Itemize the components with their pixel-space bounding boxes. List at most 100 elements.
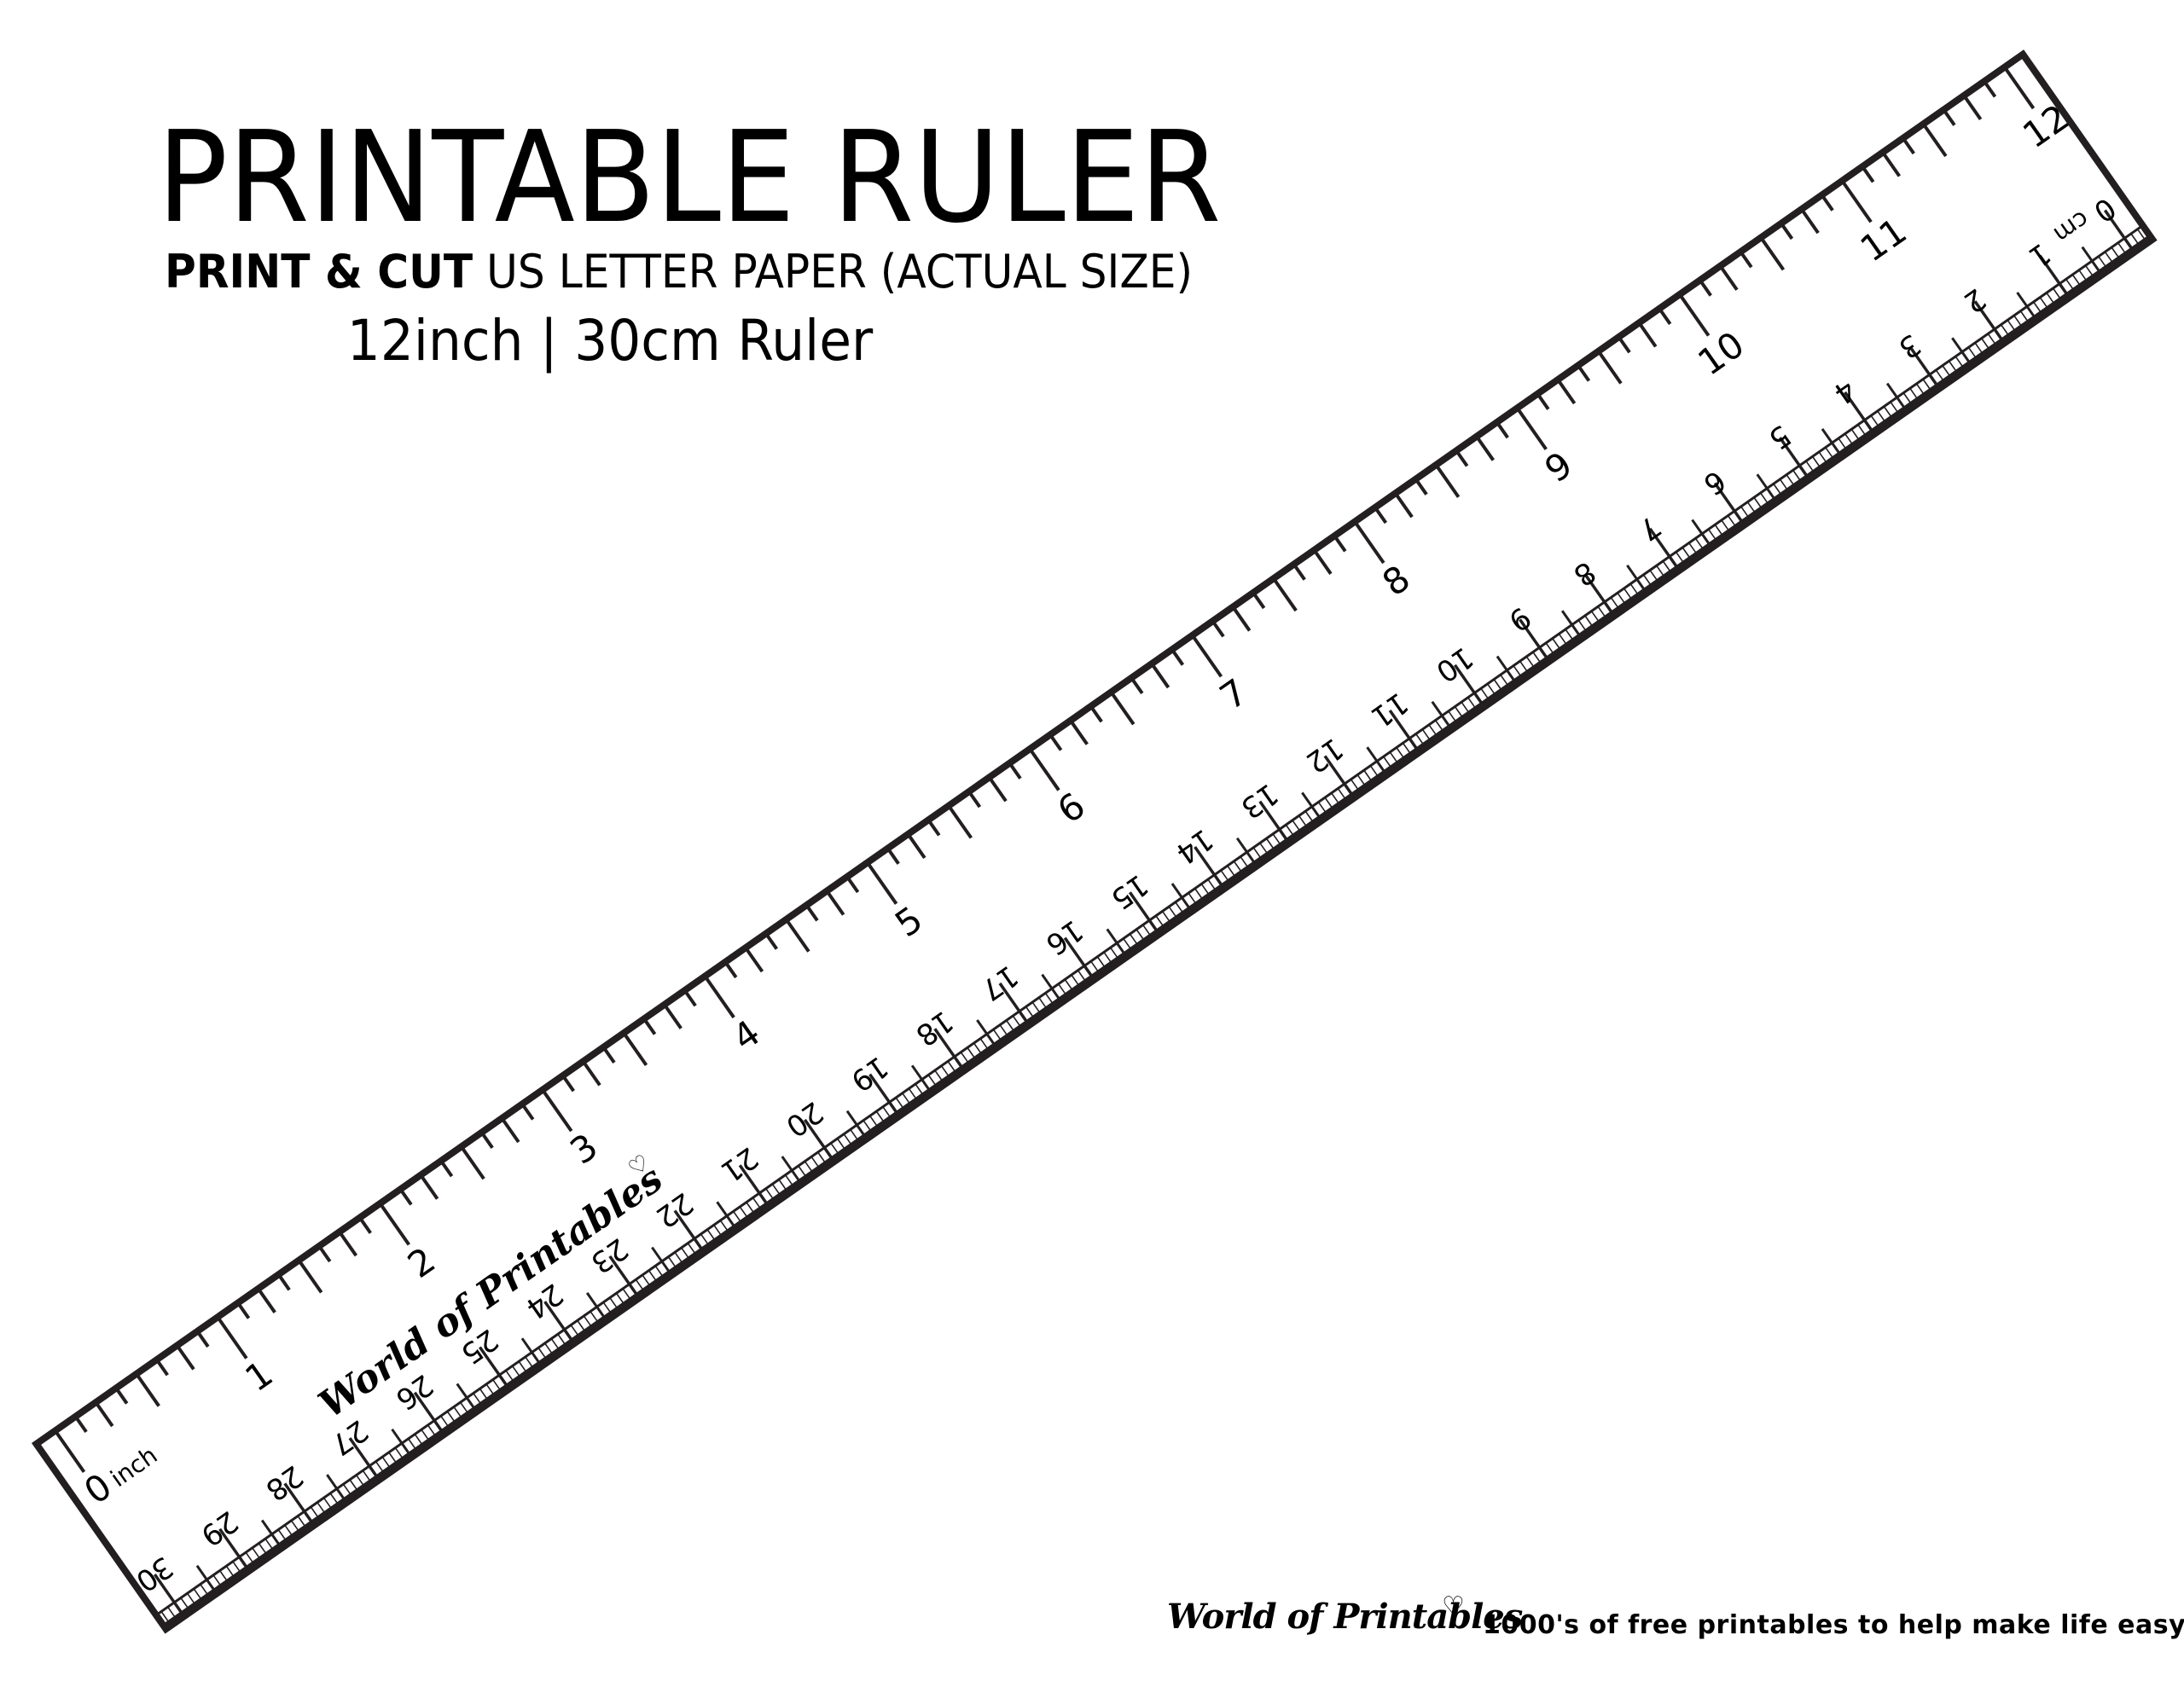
- cm-tick: [456, 1383, 477, 1412]
- inch-tick: [481, 1133, 494, 1149]
- cm-tick: [1727, 515, 1738, 529]
- inch-tick: [1333, 536, 1347, 553]
- cm-tick: [1298, 815, 1309, 829]
- cm-tick: [550, 1338, 561, 1352]
- cm-tick: [1558, 633, 1569, 647]
- cm-tick: [1128, 891, 1160, 934]
- cm-label: 18: [909, 1004, 959, 1053]
- cm-tick: [1233, 861, 1244, 874]
- cm-tick: [1369, 765, 1380, 780]
- cm-tick: [349, 1479, 360, 1493]
- inch-tick: [177, 1346, 195, 1371]
- cm-tick: [1200, 883, 1211, 897]
- cm-tick: [1675, 551, 1686, 565]
- inch-tick: [1354, 522, 1385, 565]
- cm-tick: [2016, 292, 2037, 320]
- cm-tick: [1721, 519, 1731, 534]
- cm-tick: [329, 1493, 340, 1507]
- cm-tick: [934, 1070, 944, 1084]
- cm-tick: [479, 1388, 490, 1402]
- cm-tick: [1188, 892, 1199, 907]
- cm-tick: [1707, 529, 1718, 542]
- cm-tick: [1617, 592, 1627, 606]
- inch-tick: [95, 1402, 114, 1428]
- cm-tick: [1519, 660, 1530, 675]
- cm-tick: [1038, 997, 1048, 1011]
- cm-tick: [195, 1564, 217, 1593]
- cm-tick: [1967, 346, 1978, 361]
- cm-label: 8: [1567, 554, 1602, 593]
- cm-tick: [1908, 345, 1940, 389]
- cm-tick: [2098, 256, 2108, 270]
- inch-tick: [1273, 578, 1298, 612]
- inch-tick: [1719, 266, 1739, 291]
- cm-tick: [798, 1165, 808, 1180]
- cm-tick: [1428, 724, 1438, 739]
- cm-tick: [635, 1278, 646, 1293]
- cm-tick: [1883, 406, 1894, 420]
- cm-tick: [947, 1060, 958, 1075]
- cm-unit-label: cm: [2048, 205, 2094, 249]
- inch-tick: [1679, 294, 1711, 337]
- cm-tick: [2039, 297, 2050, 310]
- inch-label: 8: [1374, 557, 1417, 604]
- heart-icon: ♡: [1442, 1591, 1465, 1621]
- cm-tick: [218, 1528, 250, 1571]
- cm-tick: [1626, 564, 1647, 593]
- cm-tick: [1220, 869, 1231, 884]
- cm-tick: [681, 1247, 691, 1261]
- cm-tick: [1142, 924, 1153, 938]
- inch-tick: [948, 806, 973, 839]
- inch-tick: [664, 1005, 682, 1029]
- inch-tick: [786, 919, 810, 953]
- inch-tick: [1374, 507, 1388, 525]
- cm-tick: [2136, 229, 2147, 242]
- cm-tick: [2078, 270, 2088, 283]
- cm-label: 6: [1697, 463, 1732, 501]
- cm-tick: [1077, 970, 1088, 983]
- cm-tick: [1844, 391, 1875, 434]
- cm-tick: [1493, 679, 1504, 693]
- cm-tick: [585, 1292, 607, 1320]
- inch-tick: [867, 862, 898, 905]
- cm-tick: [473, 1393, 483, 1406]
- inch-tick: [399, 1189, 413, 1206]
- cm-tick: [153, 1574, 185, 1616]
- cm-tick: [252, 1547, 262, 1562]
- cm-tick: [1623, 588, 1634, 602]
- inch-tick: [136, 1374, 160, 1407]
- cm-tick: [869, 1115, 880, 1129]
- cm-tick: [642, 1274, 652, 1289]
- cm-tick: [1844, 433, 1855, 447]
- cm-tick: [1207, 878, 1217, 893]
- cm-label: 21: [714, 1140, 764, 1190]
- cm-tick: [2013, 315, 2024, 329]
- cm-tick: [845, 1110, 867, 1139]
- cm-tick: [1691, 519, 1712, 548]
- cm-tick: [998, 982, 1030, 1025]
- inch-tick: [1090, 706, 1103, 723]
- cm-tick: [1161, 910, 1172, 925]
- cm-tick: [778, 1179, 788, 1193]
- cm-tick: [1656, 565, 1666, 579]
- inch-tick: [237, 1303, 251, 1319]
- cm-tick: [1987, 333, 1998, 347]
- cm-tick: [1350, 779, 1361, 793]
- cm-tick: [570, 1325, 581, 1338]
- cm-tick: [781, 1156, 802, 1184]
- cm-tick: [700, 1233, 711, 1248]
- cm-tick: [1519, 618, 1550, 661]
- cm-tick: [1714, 524, 1725, 538]
- inch-label: 4: [725, 1012, 768, 1058]
- cm-tick: [2046, 292, 2056, 306]
- cm-tick: [284, 1524, 294, 1539]
- cm-tick: [1902, 392, 1914, 406]
- cm-tick: [1103, 951, 1113, 965]
- cm-tick: [615, 1292, 626, 1307]
- cm-tick: [459, 1401, 470, 1416]
- cm-tick: [1175, 901, 1185, 915]
- inch-tick: [623, 1033, 648, 1067]
- cm-tick: [1500, 674, 1510, 688]
- inch-tick: [1029, 749, 1060, 791]
- cm-label: 5: [1762, 418, 1797, 456]
